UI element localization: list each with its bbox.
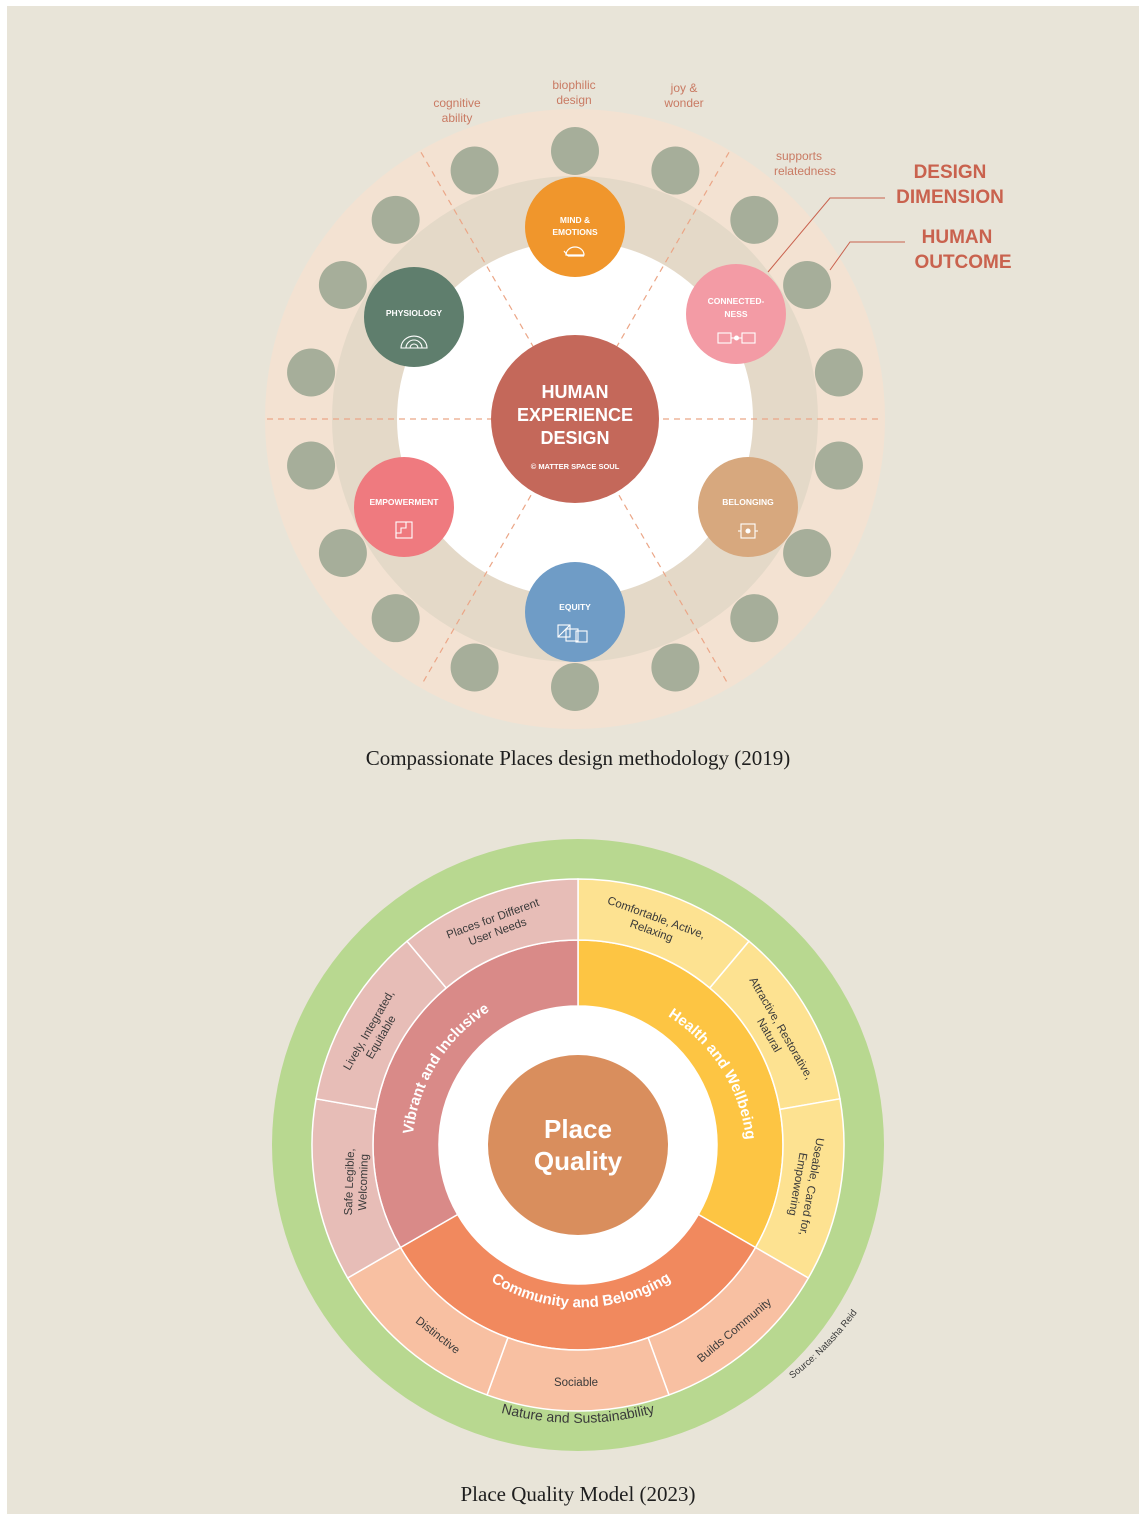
human-outcome-dot [371,195,420,244]
human-outcome-dot [730,195,779,244]
frame-icon [738,523,758,539]
center-title-line1: HUMAN [542,382,609,402]
place-quality-segments [311,878,845,1412]
center-circle [491,335,659,503]
connectedness-label-line2: NESS [724,309,747,319]
human-experience-design-diagram: HUMAN EXPERIENCE DESIGN © MATTER SPACE S… [265,78,1012,770]
human-outcome-dot [651,146,700,195]
outcome-label-biophilic-line1: biophilic [552,78,595,92]
equity-circle [525,562,625,662]
human-outcome-dot [371,594,420,643]
human-outcome-dots [287,127,863,711]
human-outcome-dot [783,529,832,577]
outer-label-safe-legible: Safe Legible, Welcoming [343,1148,371,1216]
empowerment-label: EMPOWERMENT [370,497,440,507]
human-outcome-dot [318,529,367,577]
human-outcome-dot [450,643,499,692]
outcome-label-joy-line2: wonder [663,96,703,110]
outcome-label-joy-line1: joy & [670,81,698,95]
belonging-circle [698,457,798,557]
human-outcome-dot [814,441,863,490]
human-outcome-dot [730,594,779,643]
legend-design-dimension-line1: DESIGN [914,162,987,183]
center-title-line3: DESIGN [540,428,609,448]
place-quality-model-diagram: Place Quality Vibrant and Inclusive Heal… [272,839,884,1506]
place-quality-title-line1: Place [544,1114,612,1144]
squares-icon [557,624,588,643]
caption-compassionate-places: Compassionate Places design methodology … [366,746,791,770]
place-quality-title-line2: Quality [534,1146,623,1176]
center-title-line2: EXPERIENCE [517,405,633,425]
human-outcome-dot [551,663,599,711]
legend-leader-human-outcome [829,241,905,271]
outcome-label-relatedness-line1: supports [776,149,822,163]
connectedness-label-line1: CONNECTED- [708,296,765,306]
legend-leader-design-dimension [767,197,885,273]
human-outcome-dot [287,348,336,397]
physiology-circle [364,267,464,367]
equity-label: EQUITY [559,602,591,612]
legend-design-dimension-line2: DIMENSION [896,187,1004,208]
empowerment-circle [354,457,454,557]
human-outcome-dot [318,261,367,309]
human-outcome-dot [287,441,336,490]
legend: DESIGN DIMENSION HUMAN OUTCOME [767,162,1012,273]
center-credit: © MATTER SPACE SOUL [531,462,620,471]
arch-icon [400,335,428,349]
outcome-label-cognitive-line1: cognitive [433,96,481,110]
link-icon [717,332,756,344]
physiology-label: PHYSIOLOGY [386,308,443,318]
caption-place-quality-model: Place Quality Model (2023) [460,1482,695,1506]
head-icon [563,246,585,257]
human-outcome-dot [814,348,863,397]
outer-label-safe-line1: Safe Legible, [343,1148,357,1216]
mind-emotions-circle [525,177,625,277]
outer-label-sociable: Sociable [554,1377,598,1389]
legend-human-outcome-line1: HUMAN [922,227,993,248]
legend-human-outcome-line2: OUTCOME [914,252,1011,273]
outcome-label-biophilic-line2: design [556,93,591,107]
human-outcome-dot [651,643,700,692]
outer-segment-vibrant [405,878,579,990]
human-outcome-dot [783,261,832,309]
stairs-icon [395,521,413,539]
outcome-label-relatedness-line2: relatedness [774,164,836,178]
mind-emotions-label-line2: EMOTIONS [552,227,598,237]
human-outcome-dot [450,146,499,195]
human-outcome-dot [551,127,599,175]
outer-label-safe-line2: Welcoming [357,1154,371,1211]
outcome-label-cognitive-line2: ability [442,111,473,125]
mind-emotions-label-line1: MIND & [560,215,590,225]
place-quality-center-circle [488,1055,668,1235]
belonging-label: BELONGING [722,497,774,507]
connectedness-circle [686,264,786,364]
